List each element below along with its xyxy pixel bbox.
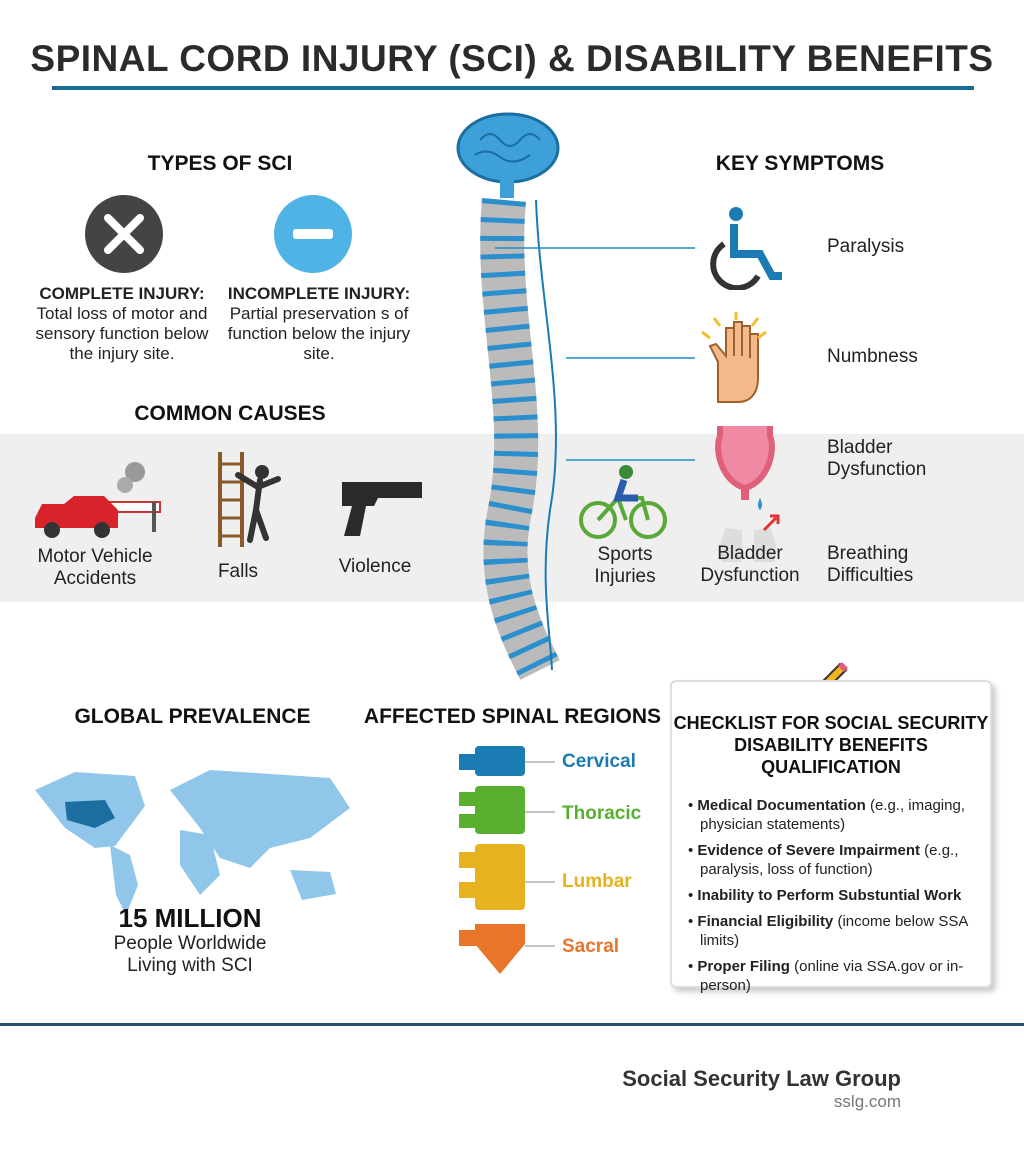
footer-org: Social Security Law Group — [622, 1066, 901, 1091]
title-underline — [52, 86, 974, 90]
prevalence-line2: Living with SCI — [127, 955, 253, 976]
incomplete-desc: Partial preservation s of function below… — [227, 304, 411, 363]
checklist-item: • Proper Filing (online via SSA.gov or i… — [688, 958, 964, 994]
minus-circle-icon — [274, 195, 352, 273]
checklist-title: CHECKLIST FOR SOCIAL SECURITY DISABILITY… — [673, 713, 989, 777]
lungs-label: Bladder Dysfunction — [700, 543, 800, 586]
prevalence-number: 15 MILLION — [118, 903, 262, 933]
regions-heading: AFFECTED SPINAL REGIONS — [363, 705, 662, 728]
checklist-item: • Inability to Perform Substuntial Work — [688, 887, 962, 904]
types-heading: TYPES OF SCI — [147, 152, 293, 175]
cause-violence: Violence — [338, 556, 412, 577]
cyclist-icon — [579, 465, 667, 539]
incomplete-injury-block: INCOMPLETE INJURY: Partial preservation … — [224, 284, 414, 364]
checklist-item: • Medical Documentation (e.g., imaging, … — [688, 797, 965, 833]
symptoms-heading: KEY SYMPTOMS — [715, 152, 885, 175]
incomplete-label: INCOMPLETE INJURY: — [227, 284, 411, 303]
complete-injury-block: COMPLETE INJURY: Total loss of motor and… — [22, 284, 222, 364]
brain-icon — [456, 112, 560, 184]
footer-site[interactable]: sslg.com — [833, 1092, 901, 1111]
spine-illustration — [456, 112, 695, 680]
wheelchair-icon — [710, 207, 782, 290]
handgun-icon — [342, 482, 422, 536]
checklist-card: CHECKLIST FOR SOCIAL SECURITY DISABILITY… — [670, 680, 992, 994]
region-sacral: Sacral — [562, 936, 620, 957]
cause-falls: Falls — [217, 561, 259, 582]
prevalence-heading: GLOBAL PREVALENCE — [74, 705, 311, 728]
symptom-paralysis: Paralysis — [827, 236, 905, 257]
checklist-item: • Evidence of Severe Impairment (e.g., p… — [688, 842, 959, 878]
complete-desc: Total loss of motor and sensory function… — [35, 304, 209, 363]
region-thoracic: Thoracic — [562, 803, 642, 824]
x-circle-icon — [85, 195, 163, 273]
car-icon — [35, 462, 161, 538]
causes-heading: COMMON CAUSES — [134, 402, 326, 425]
region-cervical: Cervical — [562, 751, 636, 772]
region-lumbar: Lumbar — [562, 871, 632, 892]
prevalence-line1: People Worldwide — [113, 933, 267, 954]
complete-label: COMPLETE INJURY: — [39, 284, 205, 303]
page-title: SPINAL CORD INJURY (SCI) & DISABILITY BE… — [30, 38, 994, 79]
checklist-item: • Financial Eligibility (income below SS… — [688, 913, 968, 949]
fall-ladder-icon — [218, 452, 281, 547]
cause-sports: Sports Injuries — [594, 544, 656, 587]
footer-divider — [0, 1023, 1024, 1026]
spinal-regions-illustration — [459, 746, 555, 974]
lungs-icon — [719, 514, 780, 562]
symptom-breathing: Breathing Difficulties — [827, 543, 914, 586]
symptom-numbness: Numbness — [827, 346, 918, 367]
cause-motor-vehicle: Motor Vehicle Accidents — [37, 546, 153, 589]
hand-numbness-icon — [701, 312, 767, 403]
world-map-icon — [35, 770, 350, 915]
bladder-icon — [715, 426, 775, 510]
symptom-bladder: Bladder Dysfunction — [827, 437, 927, 480]
